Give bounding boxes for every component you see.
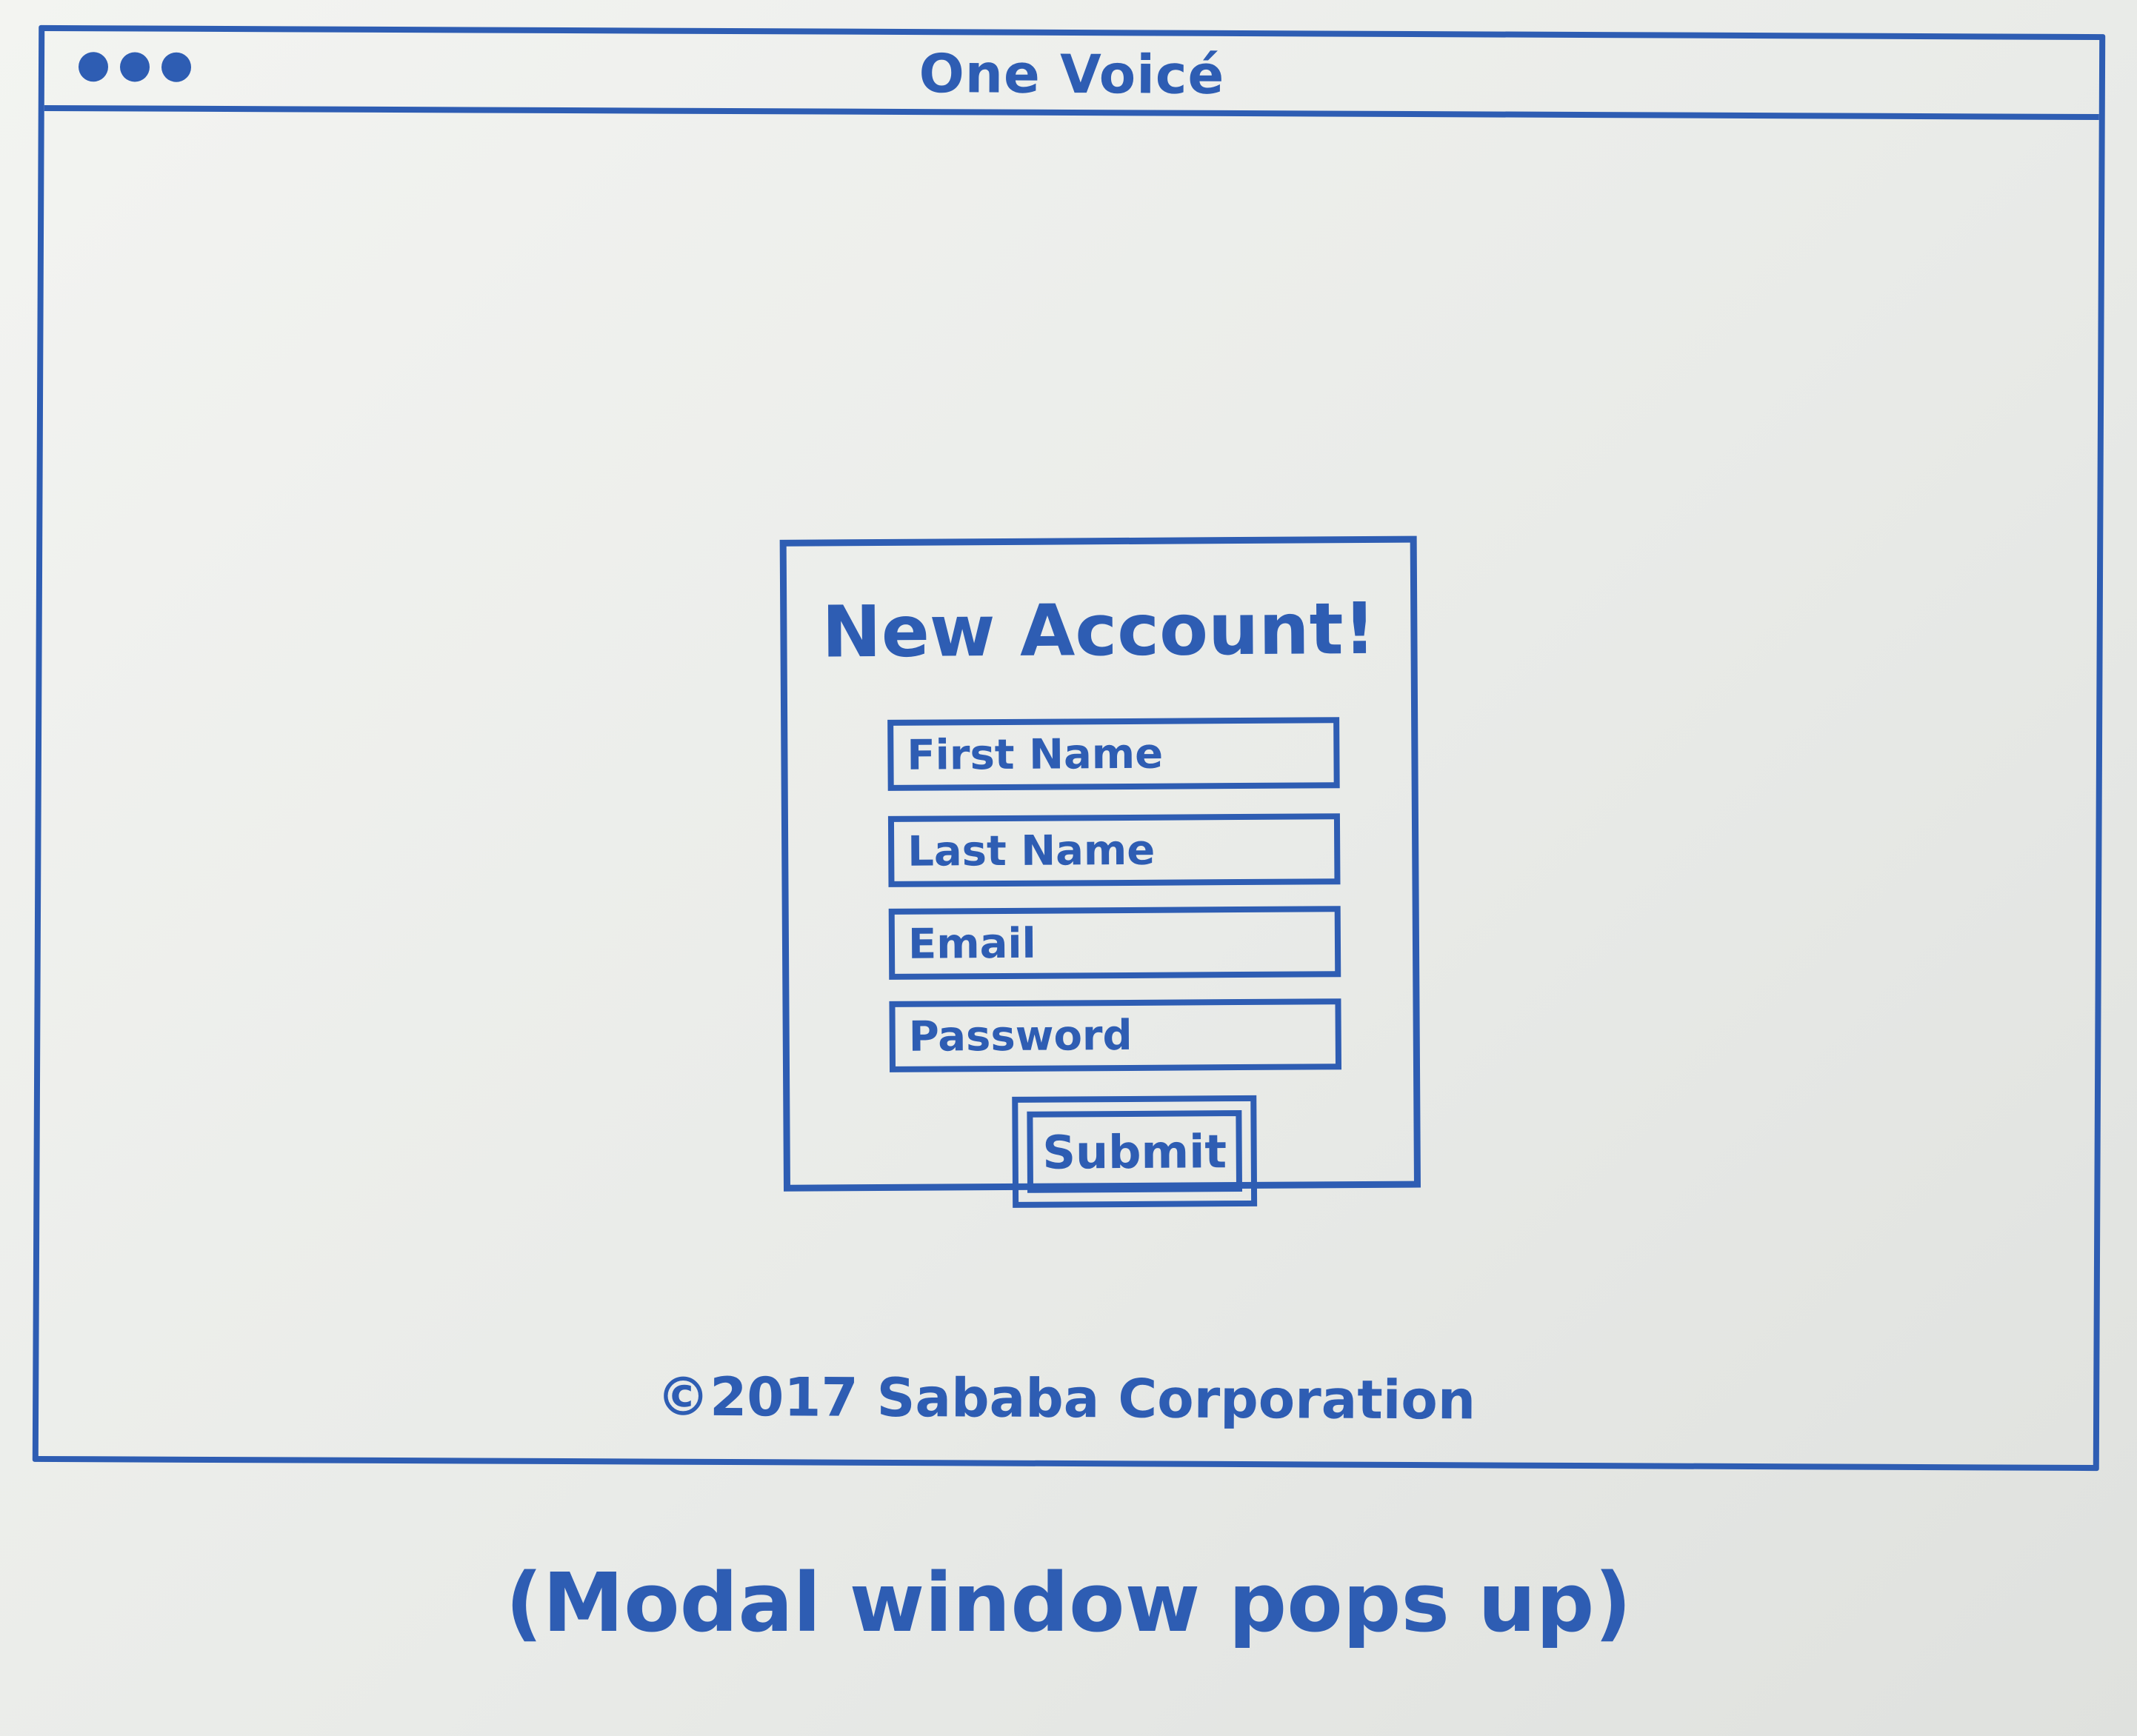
page-viewport: New Account! Submit ©2017 Sababa Corpora… [39,111,2099,1465]
new-account-modal: New Account! Submit [779,535,1421,1208]
browser-window: One Voicé New Account! Submit ©2017 Saba… [32,24,2106,1472]
footer-copyright: ©2017 Sababa Corporation [656,1365,1476,1432]
submit-button-label: Submit [1027,1110,1243,1193]
annotation-caption: (Modal window pops up) [505,1555,1632,1650]
last-name-field[interactable] [887,813,1341,887]
title-bar: One Voicé [44,30,2100,121]
email-field[interactable] [888,906,1341,980]
modal-title: New Account! [821,587,1376,674]
window-title: One Voicé [919,42,1225,106]
first-name-field[interactable] [887,717,1340,791]
submit-button[interactable]: Submit [1012,1095,1258,1208]
password-field[interactable] [889,998,1342,1072]
